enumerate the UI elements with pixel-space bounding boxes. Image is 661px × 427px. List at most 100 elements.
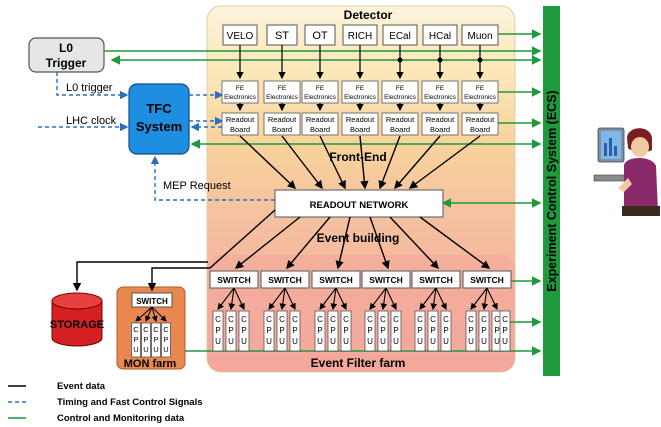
readout-label-line2: Board bbox=[430, 125, 450, 134]
cpu-letter: C bbox=[241, 315, 247, 324]
switch-to-cpu-arrow bbox=[435, 287, 447, 310]
legend-label-control: Control and Monitoring data bbox=[57, 413, 185, 424]
readout-board-box bbox=[221, 112, 259, 136]
switch-to-cpu-arrow bbox=[233, 287, 245, 310]
readout-board-box bbox=[461, 112, 499, 136]
switch-to-cpu-arrow bbox=[217, 287, 235, 310]
fe-label-line2: Electronics bbox=[266, 94, 299, 101]
cpu-node-box bbox=[238, 310, 250, 352]
switch-label: SWITCH bbox=[470, 275, 504, 285]
cpu-node-box bbox=[364, 310, 376, 352]
cpu-node-box bbox=[314, 310, 326, 352]
cpu-letter: U bbox=[215, 337, 221, 346]
readout-to-network-arrow bbox=[239, 135, 297, 189]
readout-label-line1: Readout bbox=[466, 115, 495, 124]
cpu-letter: P bbox=[468, 326, 473, 335]
l0-trigger-dashed-line bbox=[56, 72, 129, 100]
cpu-node-box bbox=[225, 310, 237, 352]
switch-label: SWITCH bbox=[268, 275, 302, 285]
cpu-letter: C bbox=[443, 315, 449, 324]
readout-label-line1: Readout bbox=[386, 115, 415, 124]
readout-to-network-arrow bbox=[394, 135, 441, 190]
cpu-letter: C bbox=[380, 315, 386, 324]
cpu-letter: C bbox=[317, 315, 323, 324]
readout-to-network-arrow bbox=[359, 135, 369, 190]
switch-to-cpu-arrow bbox=[284, 287, 296, 310]
switch-to-cpu-arrow bbox=[419, 287, 437, 310]
switch-to-cpu-arrow bbox=[470, 287, 488, 310]
readout-label-line2: Board bbox=[390, 125, 410, 134]
legend-label-timing: Timing and Fast Control Signals bbox=[57, 397, 203, 408]
mon-farm-label: MON farm bbox=[124, 358, 177, 370]
readout-network-label: READOUT NETWORK bbox=[310, 200, 409, 211]
readout-board-box bbox=[421, 112, 459, 136]
switch-to-cpu-arrow bbox=[481, 287, 489, 311]
switch-label: SWITCH bbox=[217, 275, 251, 285]
fe-label-line2: Electronics bbox=[304, 94, 337, 101]
cpu-node-box bbox=[276, 310, 288, 352]
cpu-letter: P bbox=[481, 326, 486, 335]
readout-board-box bbox=[381, 112, 419, 136]
cpu-node-box bbox=[440, 310, 452, 352]
cpu-node-box bbox=[465, 310, 477, 352]
cpu-letter: U bbox=[330, 337, 336, 346]
cpu-letter: C bbox=[215, 315, 221, 324]
cpu-letter: C bbox=[279, 315, 285, 324]
readout-label-line1: Readout bbox=[226, 115, 255, 124]
fe-label-line2: Electronics bbox=[224, 94, 257, 101]
l0-junction-dot bbox=[437, 57, 443, 63]
switch-to-cpu-arrow bbox=[380, 287, 388, 311]
cpu-letter: U bbox=[468, 337, 474, 346]
cpu-node-box bbox=[212, 310, 224, 352]
readout-board-box bbox=[263, 112, 301, 136]
switch-to-cpu-arrow bbox=[369, 287, 387, 310]
readout-label-line2: Board bbox=[310, 125, 330, 134]
fe-label-line1: FE bbox=[236, 85, 245, 92]
subdetector-label-rich: RICH bbox=[348, 31, 372, 42]
mon-cpu-letter: C bbox=[143, 325, 149, 334]
readout-to-network-arrow bbox=[281, 135, 323, 190]
tfc-line1: TFC bbox=[146, 101, 172, 116]
mon-cpu-node-box bbox=[131, 322, 141, 358]
cpu-letter: C bbox=[330, 315, 336, 324]
switch-label: SWITCH bbox=[419, 275, 453, 285]
network-to-switch-arrow bbox=[369, 216, 390, 270]
tfc-line2: System bbox=[136, 119, 182, 134]
cpu-letter: U bbox=[393, 337, 399, 346]
readout-to-network-arrow bbox=[378, 135, 401, 190]
fe-label-line2: Electronics bbox=[384, 94, 417, 101]
cpu-letter: U bbox=[241, 337, 247, 346]
cpu-letter: U bbox=[417, 337, 423, 346]
l0-trigger-line2: Trigger bbox=[46, 56, 87, 70]
l0-junction-dot bbox=[397, 57, 403, 63]
fe-label-line2: Electronics bbox=[424, 94, 457, 101]
subdetector-label-hcal: HCal bbox=[429, 31, 451, 42]
cpu-letter: P bbox=[292, 326, 297, 335]
mon-cpu-letter: C bbox=[163, 325, 169, 334]
switch-to-cpu-arrow bbox=[228, 287, 236, 311]
mon-cpu-letter: U bbox=[143, 345, 148, 354]
ecs-label: Experiment Control System (ECS) bbox=[545, 90, 559, 291]
fe-label-line1: FE bbox=[356, 85, 365, 92]
cpu-node-box bbox=[340, 310, 352, 352]
mon-farm-switch-label: SWITCH bbox=[136, 297, 168, 306]
ecs-bar bbox=[543, 6, 560, 376]
cpu-letter: C bbox=[266, 315, 272, 324]
cpu-letter: U bbox=[279, 337, 285, 346]
fe-label-line1: FE bbox=[436, 85, 445, 92]
network-to-switch-arrow bbox=[419, 216, 491, 269]
cpu-letter: P bbox=[279, 326, 284, 335]
switch-to-cpu-arrow bbox=[385, 287, 397, 310]
mon-cpu-letter: U bbox=[133, 345, 138, 354]
network-to-storage-arrow bbox=[72, 261, 208, 292]
readout-label-line1: Readout bbox=[346, 115, 375, 124]
cpu-letter: U bbox=[494, 337, 500, 346]
fe-label-line1: FE bbox=[476, 85, 485, 92]
l0-trigger-signal-label: L0 trigger bbox=[66, 82, 113, 94]
fe-label-line2: Electronics bbox=[344, 94, 377, 101]
readout-label-line2: Board bbox=[230, 125, 250, 134]
mon-switch-to-cpu-arrow bbox=[151, 306, 167, 322]
subdetector-label-ecal: ECal bbox=[389, 31, 411, 42]
cpu-letter: P bbox=[266, 326, 271, 335]
